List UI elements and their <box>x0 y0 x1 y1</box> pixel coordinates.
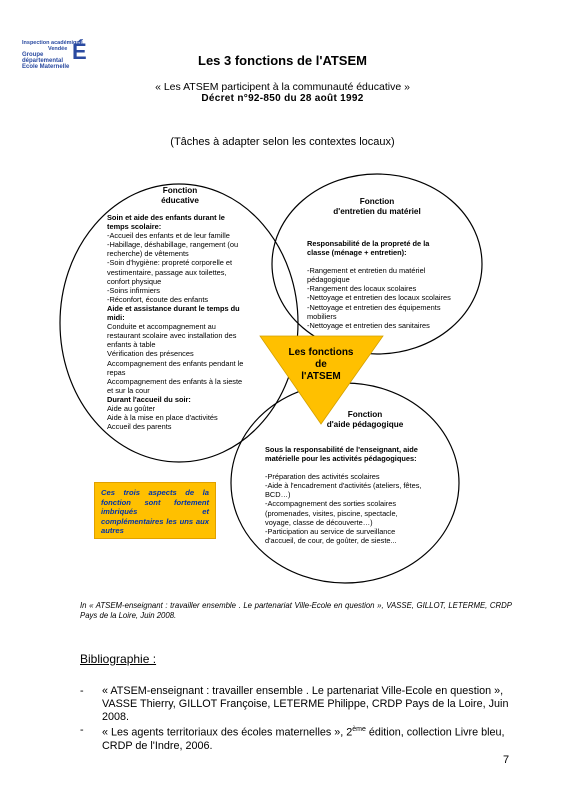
center-label-line-1: Les fonctions <box>288 347 354 358</box>
pedagogique-header-line-1: Fonction <box>347 410 383 419</box>
educative-line: confort physique <box>107 276 162 286</box>
page-number: 7 <box>503 754 510 766</box>
educative-header-line-2: éducative <box>161 196 199 205</box>
pedagogique-text: Sous la responsabilité de l'enseignant, … <box>265 445 440 545</box>
educative-line: temps scolaire: <box>107 222 162 232</box>
logo-line-4: départemental <box>22 58 64 64</box>
academy-logo: Inspection académique Vendée Groupe dépa… <box>22 40 102 76</box>
callout-box: Ces trois aspects de la fonction sont fo… <box>94 482 216 539</box>
educative-line: -Accueil des enfants et de leur famille <box>107 231 230 241</box>
educative-line: midi: <box>107 313 125 323</box>
educative-line: Conduite et accompagnement au <box>107 322 216 332</box>
logo-line-1: Inspection académique <box>22 40 83 46</box>
bibliography-list: - « ATSEM-enseignant : travailler ensemb… <box>80 685 520 754</box>
educative-line: -Soin d'hygiène: propreté corporelle et <box>107 258 233 268</box>
educative-line: et sur la cour <box>107 385 150 395</box>
pedagogique-line: d'accueil, de cour, de goûter, de sieste… <box>265 535 397 545</box>
entretien-line <box>307 257 469 266</box>
pedagogique-line: (promenades, visites, piscine, spectacle… <box>265 508 398 518</box>
pedagogique-line: matérielle pour les activités pédagogiqu… <box>265 454 417 464</box>
educative-line: repas <box>107 367 126 377</box>
educative-line: Aide et assistance durant le temps du <box>107 303 240 313</box>
educative-line: restaurant scolaire avec installation de… <box>107 331 237 341</box>
logo-e-icon: É <box>72 39 87 64</box>
educative-line: -Réconfort, écoute des enfants <box>107 294 209 304</box>
center-label-line-2: de <box>315 359 327 370</box>
source-reference: In « ATSEM-enseignant : travailler ensem… <box>80 601 512 620</box>
bibliography-item: - « ATSEM-enseignant : travailler ensemb… <box>80 685 520 723</box>
pedagogique-line: -Accompagnement des sorties scolaires <box>265 499 397 509</box>
page-title: Les 3 fonctions de l'ATSEM <box>198 53 367 68</box>
entretien-header: Fonction d'entretien du matériel <box>322 197 432 217</box>
bibliography-item-text: « ATSEM-enseignant : travailler ensemble… <box>102 685 509 723</box>
educative-line: -Soins infirmiers <box>107 285 160 295</box>
bibliography-item-text-start: « Les agents territoriaux des écoles mat… <box>102 726 353 739</box>
pedagogique-line: BCD…) <box>265 490 291 500</box>
center-label-line-3: l'ATSEM <box>301 371 341 382</box>
pedagogique-line: voyage, classe de découverte…) <box>265 517 373 527</box>
educative-header: Fonction éducative <box>130 186 230 206</box>
educative-line: Accompagnement des enfants à la sieste <box>107 376 243 386</box>
pedagogique-line: -Participation au service de surveillanc… <box>265 526 396 536</box>
entretien-header-line-2: d'entretien du matériel <box>333 207 421 216</box>
entretien-line: mobiliers <box>307 311 337 321</box>
educative-line: recherche) de vêtements <box>107 249 189 259</box>
logo-line-3: Groupe <box>22 52 44 58</box>
entretien-line: -Nettoyage et entretien des locaux scola… <box>307 293 451 303</box>
educative-line: Aide au goûter <box>107 403 156 413</box>
educative-header-line-1: Fonction <box>162 186 198 195</box>
list-dash: - <box>80 685 84 697</box>
educative-line: Durant l'accueil du soir: <box>107 394 191 404</box>
entretien-line: classe (ménage + entretien): <box>307 248 407 258</box>
bibliography-item-text-end: édition, collection Livre bleu, CRDP de … <box>102 726 505 752</box>
bibliography-item: - « Les agents territoriaux des écoles m… <box>80 724 520 752</box>
educative-line: Accueil des parents <box>107 422 172 432</box>
educative-line: Aide à la mise en place d'activités <box>107 413 218 423</box>
educative-line: Accompagnement des enfants pendant le <box>107 358 244 368</box>
pedagogique-line: Sous la responsabilité de l'enseignant, … <box>265 445 418 454</box>
logo-line-2: Vendée <box>48 46 68 52</box>
list-dash: - <box>80 724 84 737</box>
subtitle: « Les ATSEM participent à la communauté … <box>155 81 410 93</box>
educative-line: vestimentaire, passage aux toilettes, <box>107 267 227 277</box>
educative-line: -Habillage, déshabillage, rangement (ou <box>107 240 239 250</box>
entretien-line: -Nettoyage et entretien des équipements <box>307 302 441 312</box>
pedagogique-header-line-2: d'aide pédagogique <box>326 420 404 429</box>
center-label: Les fonctions de l'ATSEM <box>276 347 366 383</box>
pedagogique-line <box>265 463 440 472</box>
educative-line: Soin et aide des enfants durant le <box>107 213 225 222</box>
entretien-line: Responsabilité de la propreté de la <box>307 239 430 248</box>
logo-line-5: Ecole Maternelle <box>22 64 70 70</box>
educative-line: Vérification des présences <box>107 349 194 359</box>
bibliography-heading: Bibliographie : <box>80 652 157 666</box>
entretien-line: -Rangement des locaux scolaires <box>307 284 417 294</box>
center-triangle <box>259 335 384 425</box>
circle-entretien <box>271 173 483 355</box>
decree: Décret n°92-850 du 28 août 1992 <box>201 93 364 104</box>
pedagogique-header: Fonction d'aide pédagogique <box>310 410 420 430</box>
callout-text: Ces trois aspects de la fonction sont fo… <box>101 488 209 536</box>
entretien-line: -Nettoyage et entretien des sanitaires <box>307 320 430 330</box>
pedagogique-line: -Aide à l'encadrement d'activités (ateli… <box>265 481 422 491</box>
superscript: ème <box>352 726 366 734</box>
entretien-line: pédagogique <box>307 275 350 285</box>
entretien-line: -Rangement et entretien du matériel <box>307 266 426 276</box>
educative-line: enfants à table <box>107 340 156 350</box>
entretien-header-line-1: Fonction <box>359 197 395 206</box>
pedagogique-line: -Préparation des activités scolaires <box>265 472 380 482</box>
adaptation-note: (Tâches à adapter selon les contextes lo… <box>170 136 395 148</box>
